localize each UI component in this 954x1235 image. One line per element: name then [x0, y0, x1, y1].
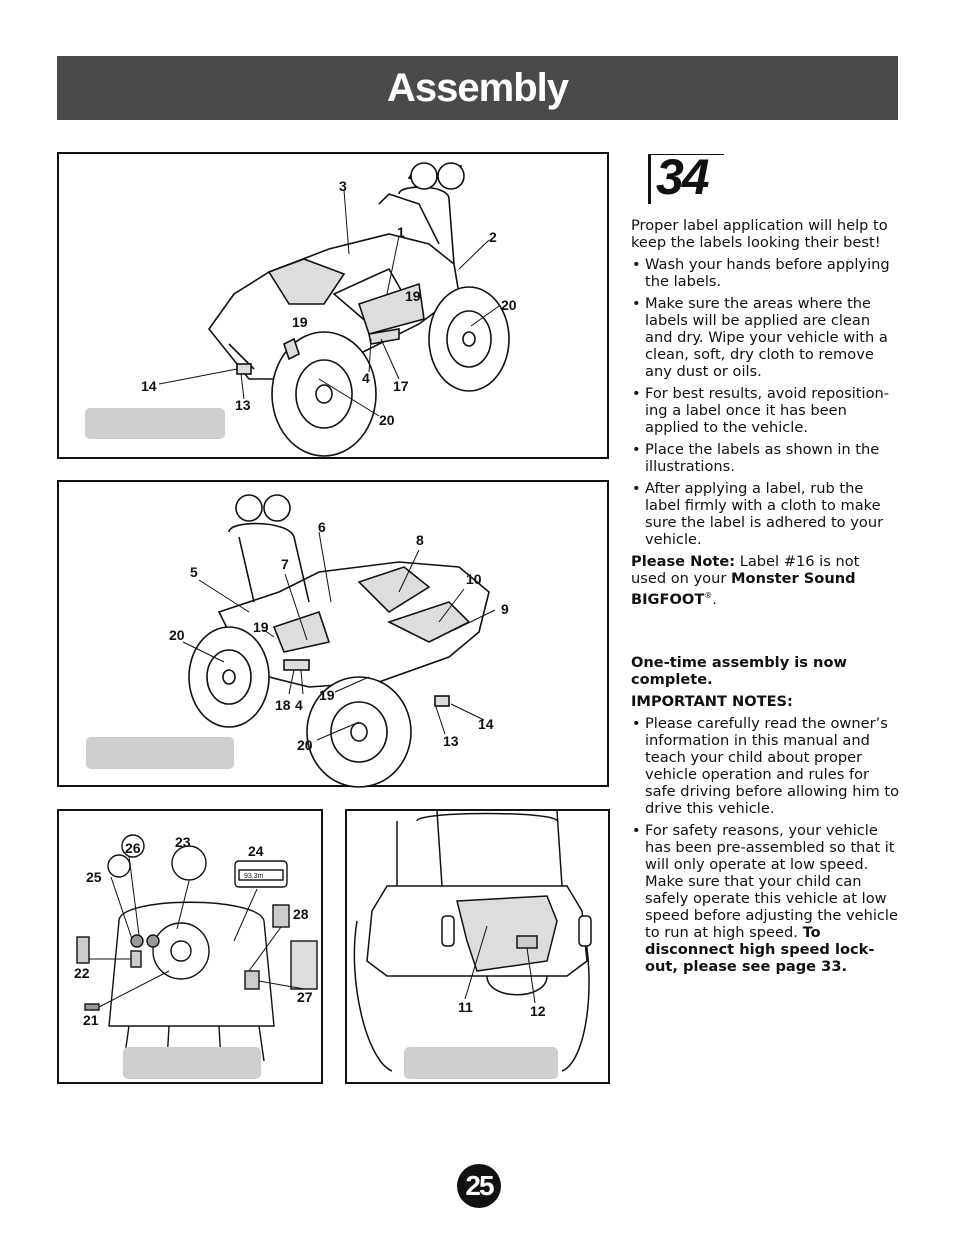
dashboard-illustration: 26 23 24 25 28 22 27 21 93.3m	[74, 834, 318, 1062]
page-header: Assembly	[57, 56, 898, 120]
tips-list: Wash your hands before applying the labe…	[631, 256, 899, 548]
page-title: Assembly	[387, 65, 569, 110]
important-notes: One-time assembly is now complete. IMPOR…	[631, 654, 899, 980]
label-4: 4	[362, 370, 370, 386]
label-14: 14	[478, 716, 494, 732]
label-13: 13	[443, 733, 459, 749]
label-22: 22	[74, 965, 90, 981]
please-note: Please Note: Label #16 is not used on yo…	[631, 553, 899, 608]
label-20b: 20	[379, 412, 395, 428]
label-7: 7	[281, 556, 289, 572]
label-28: 28	[293, 906, 309, 922]
figure-caption-box	[85, 408, 225, 439]
step-divider	[648, 154, 651, 204]
label-24: 24	[248, 843, 264, 859]
label-21: 21	[83, 1012, 99, 1028]
label-25: 25	[86, 869, 102, 885]
label-5: 5	[190, 564, 198, 580]
label-19a: 19	[405, 288, 421, 304]
note-text: Label #16 is not used on your	[631, 553, 860, 587]
label-11: 11	[458, 999, 473, 1015]
label-8: 8	[416, 532, 424, 548]
label-19b: 19	[292, 314, 308, 330]
step-rule	[648, 154, 724, 155]
label-1: 1	[397, 224, 405, 240]
important-item-text: For safety reasons, your vehicle has bee…	[645, 822, 898, 941]
step-number-box: 34	[648, 149, 726, 205]
note-end: .	[712, 590, 717, 608]
tip-item: Place the labels as shown in the illustr…	[631, 441, 899, 475]
label-4: 4	[295, 697, 303, 713]
figure-caption-box	[404, 1047, 558, 1079]
important-list: Please carefully read the owner’s inform…	[631, 715, 899, 975]
page-number: 25	[457, 1164, 501, 1208]
high-speed-lockout-note: To disconnect high speed lock-out, pleas…	[645, 924, 875, 975]
important-item: For safety reasons, your vehicle has bee…	[631, 822, 899, 975]
assembly-complete-text: One-time assembly is now complete.	[631, 654, 847, 688]
figure-caption-box	[86, 737, 234, 769]
tip-item: Make sure the areas where the labels wil…	[631, 295, 899, 380]
assembly-complete: One-time assembly is now complete.	[631, 654, 899, 688]
label-10: 10	[466, 571, 482, 587]
figure-dashboard: 26 23 24 25 28 22 27 21 93.3m	[57, 809, 323, 1084]
speed-display-text: 93.3m	[244, 873, 264, 880]
label-19b: 19	[319, 687, 335, 703]
label-2: 2	[489, 229, 497, 245]
important-item: Please carefully read the owner’s inform…	[631, 715, 899, 817]
step-number: 34	[656, 149, 710, 205]
figure-caption-box	[123, 1047, 261, 1079]
label-27: 27	[297, 989, 313, 1005]
label-12: 12	[530, 1003, 546, 1019]
tip-item: After applying a label, rub the label fi…	[631, 480, 899, 548]
label-3: 3	[339, 178, 347, 194]
intro-text: Proper label application will help to ke…	[631, 217, 888, 251]
figure-rear: 11 12	[345, 809, 610, 1084]
label-6: 6	[318, 519, 326, 535]
vehicle-rear-illustration: 11 12	[353, 811, 592, 1072]
label-26: 26	[125, 840, 141, 856]
label-17: 17	[393, 378, 409, 394]
important-heading: IMPORTANT NOTES:	[631, 693, 899, 710]
tip-item: Wash your hands before applying the labe…	[631, 256, 899, 290]
important-heading-text: IMPORTANT NOTES:	[631, 693, 793, 710]
label-20b: 20	[297, 737, 313, 753]
product-name: Monster Sound BIGFOOT	[631, 570, 856, 608]
vehicle-left-illustration: 6 8 5 7 10 9 20 19 18 4 19 14 13 20	[169, 494, 509, 788]
label-19a: 19	[253, 619, 269, 635]
figure-left-side: 6 8 5 7 10 9 20 19 18 4 19 14 13 20	[57, 480, 609, 788]
label-18: 18	[275, 697, 291, 713]
label-instructions: Proper label application will help to ke…	[631, 217, 899, 613]
tip-item: For best results, avoid reposition-ing a…	[631, 385, 899, 436]
label-23: 23	[175, 834, 191, 850]
label-13: 13	[235, 397, 251, 413]
label-9: 9	[501, 601, 509, 617]
label-14: 14	[141, 378, 157, 394]
label-20a: 20	[169, 627, 185, 643]
vehicle-right-illustration: 3 1 2 19 20 19 14 4 17 13 20	[141, 162, 517, 457]
figure-right-side: 3 1 2 19 20 19 14 4 17 13 20	[57, 152, 609, 459]
registered-mark: ®	[704, 591, 713, 600]
label-20a: 20	[501, 297, 517, 313]
note-label: Please Note:	[631, 553, 736, 570]
